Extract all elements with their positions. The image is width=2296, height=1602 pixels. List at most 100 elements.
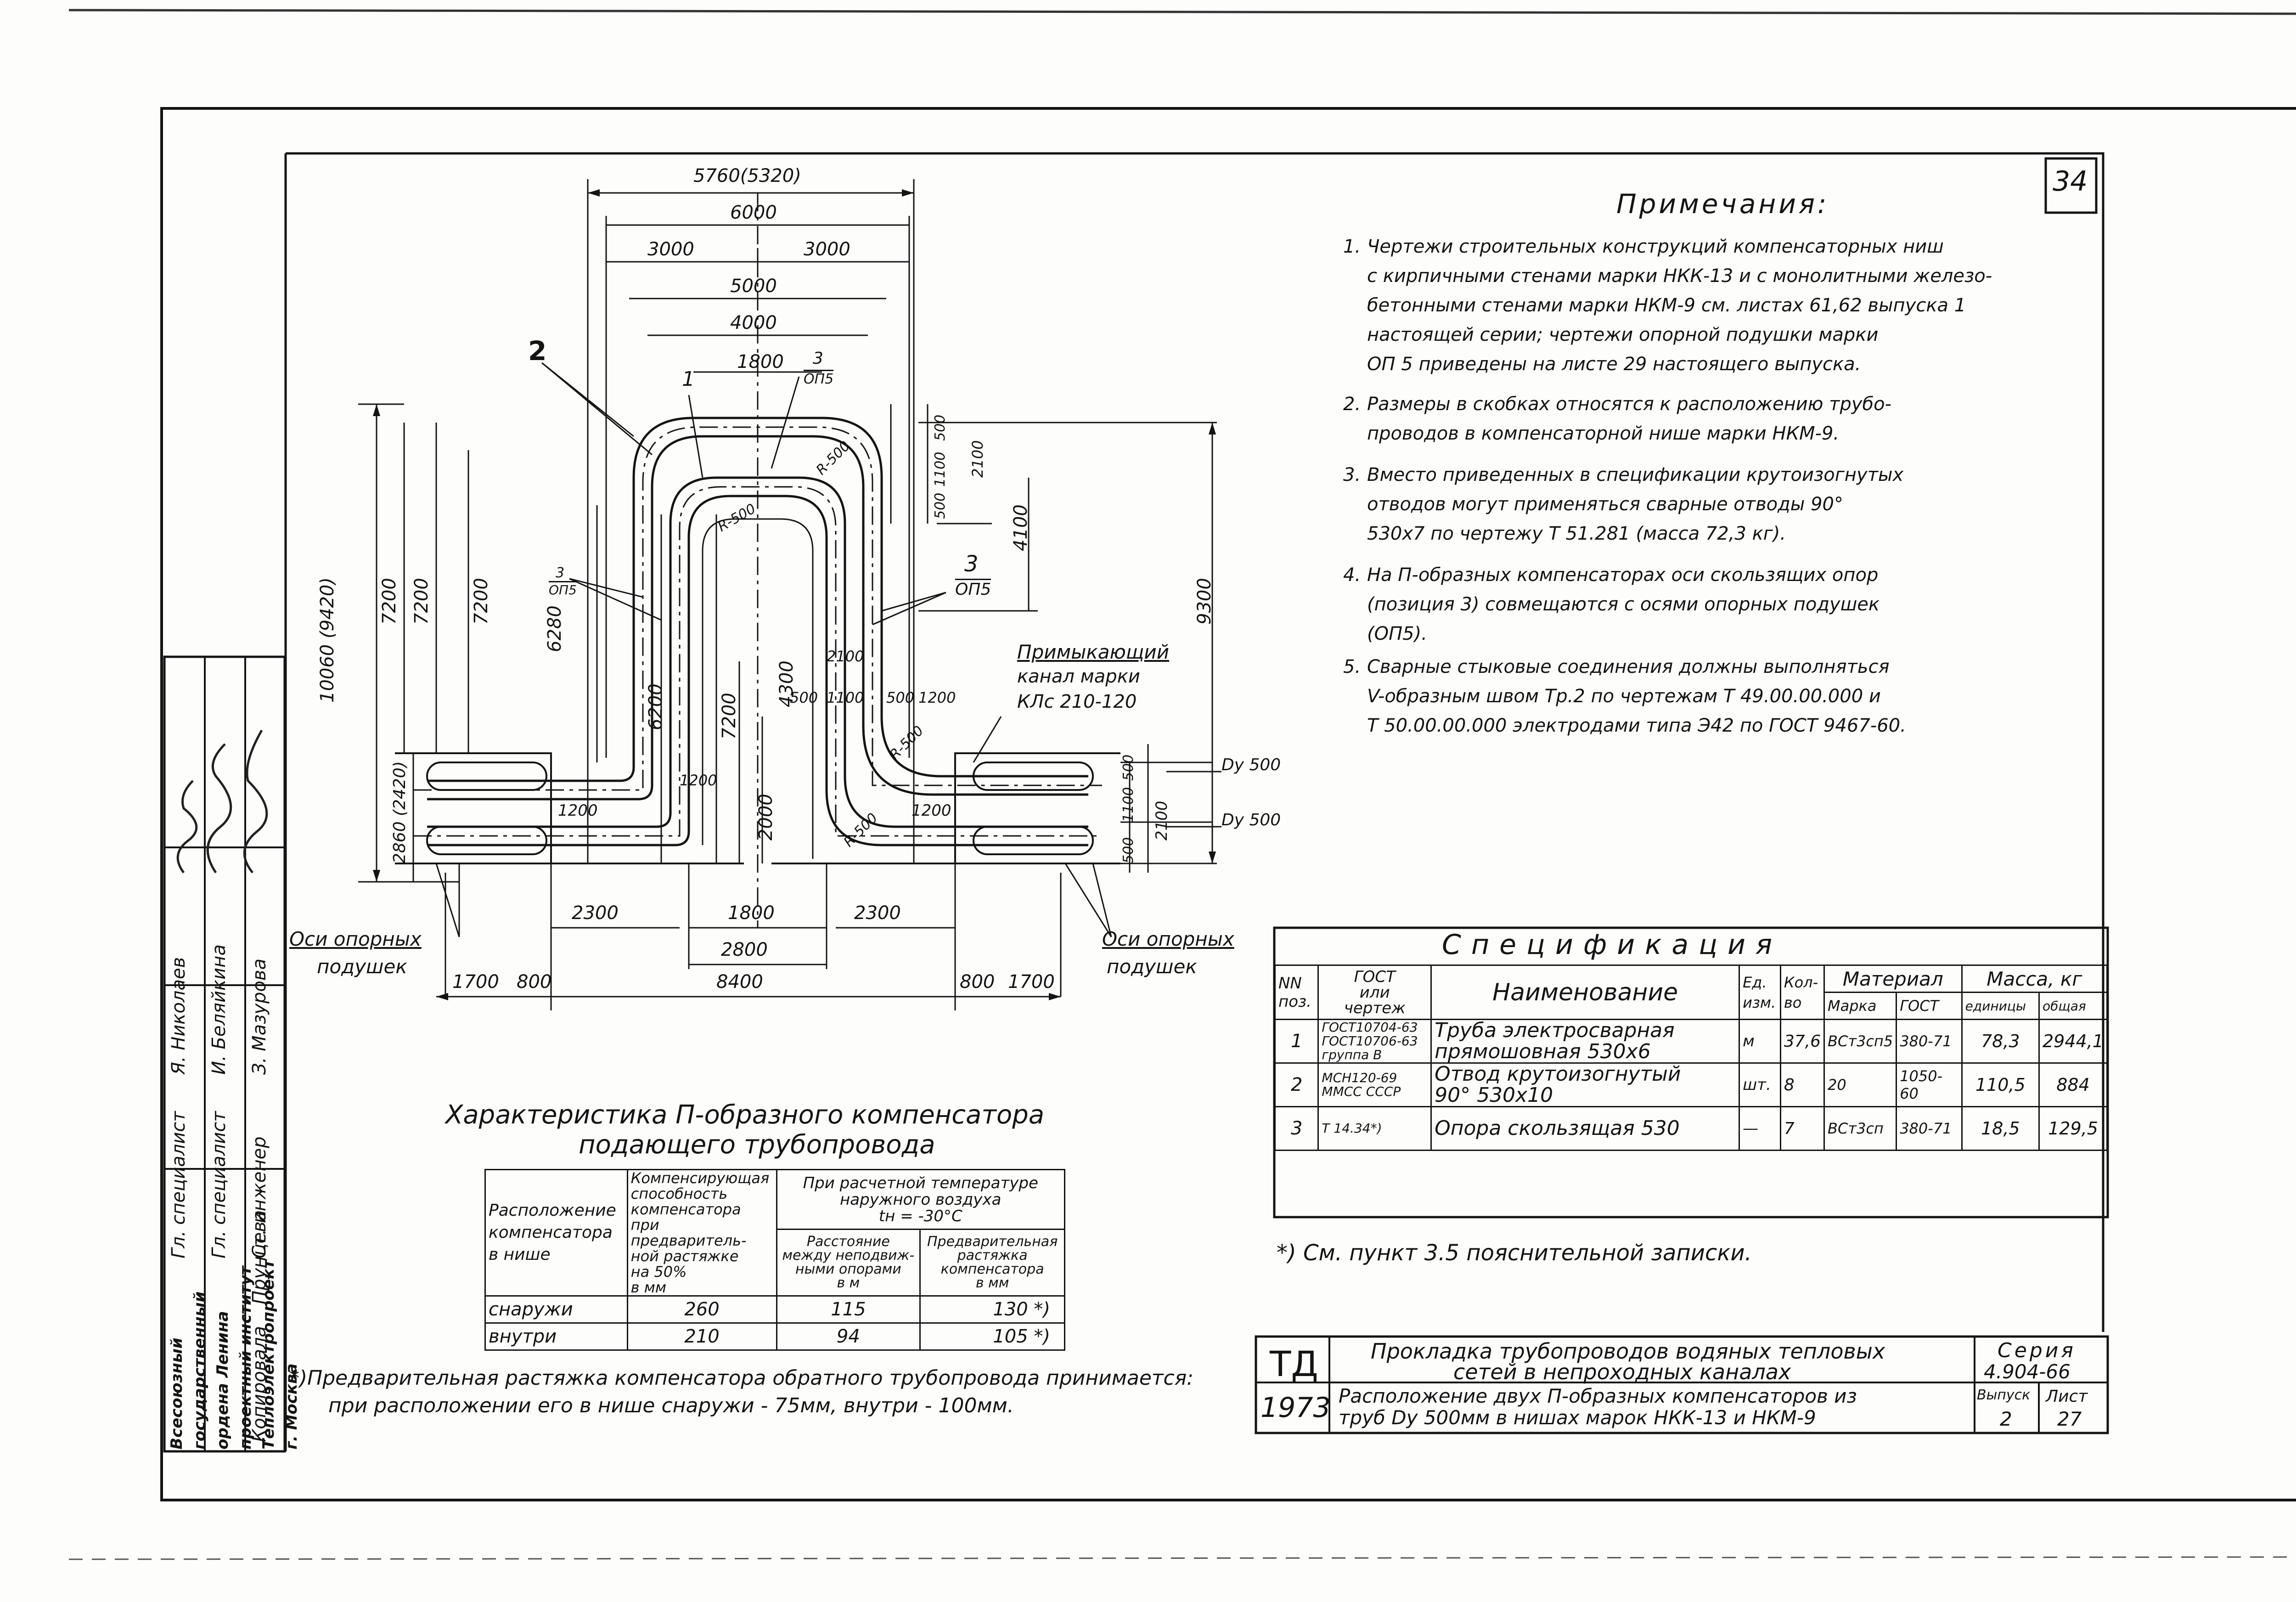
dim-left-6: 6200	[645, 683, 666, 730]
spec-head-mass-total: общая	[2038, 992, 2108, 1020]
spec-head-name: Наименование	[1430, 965, 1740, 1020]
note-text: 530x7 по чертежу Т 51.281 (масса 72,3 кг…	[1367, 523, 1786, 544]
spec-head-gost-1: ГОСТ	[1354, 967, 1396, 986]
side-role: Гл. специалист	[208, 1111, 230, 1258]
dim-left-11: 1200	[558, 801, 598, 820]
label-channel-3: КЛс 210-120	[1017, 691, 1137, 712]
position-3-num: 3	[813, 349, 823, 368]
dim-right-3: 2100	[969, 440, 986, 478]
spec-pos: 3	[1274, 1106, 1319, 1151]
spec-head-pos-1: NN	[1278, 974, 1302, 993]
side-role-name: Я. Николаев	[168, 957, 189, 1075]
pipe-outer-loop	[427, 417, 1088, 782]
label-supports-right-2: подушек	[1107, 955, 1197, 978]
dim-mid-a: 500	[790, 689, 818, 706]
spec-head-mat-gost: ГОСТ	[1896, 992, 1963, 1020]
char-head-line: tн = -30°С	[878, 1207, 962, 1225]
dim-bottom-5: 8400	[716, 971, 763, 993]
note-text: ОП 5 приведены на листе 29 настоящего вы…	[1367, 354, 1861, 375]
char-footnote-2: при расположении его в нише снаружи - 75…	[328, 1394, 1014, 1417]
char-location: внутри	[484, 1322, 628, 1351]
dim-top-4: 5000	[730, 276, 777, 297]
note-line: (позиция 3) совмещаются с осями опорных …	[1343, 590, 2092, 619]
spec-header-row-2: Марка ГОСТ единицы общая	[1275, 992, 2108, 1020]
note-line: V-образным швом Тр.2 по чертежам Т 49.00…	[1343, 682, 2092, 711]
char-head-line: ной растяжке	[630, 1247, 739, 1265]
spec-footnote: *) См. пункт 3.5 пояснительной записки.	[1277, 1240, 1752, 1266]
spec-mass-unit: 18,5	[1961, 1106, 2040, 1151]
char-title-1: Характеристика П-образного компенсатора	[445, 1100, 1045, 1130]
side-role-name: З. Мазурова	[249, 959, 270, 1075]
dim-left-10: 2860 (2420)	[390, 761, 409, 863]
note-number: 2.	[1343, 394, 1361, 415]
spec-mass-total: 884	[2038, 1062, 2108, 1107]
spec-head-unit-2: изм.	[1743, 993, 1776, 1011]
pipe-inner-loop	[427, 476, 1088, 828]
dim-mid-c: 500	[886, 689, 915, 706]
dim-left-4: 7200	[471, 578, 492, 625]
dim-bottom-1: 2300	[572, 903, 619, 924]
signatures	[176, 729, 268, 874]
dim-left-7: 7200	[719, 693, 740, 739]
dim-bottom-8: 800	[960, 971, 995, 993]
dim-right-12: 1200	[912, 801, 951, 820]
char-distance: 115	[776, 1295, 921, 1324]
titleblock-issue: 2	[2000, 1408, 2012, 1430]
side-role-name: И. Беляйкина	[208, 944, 230, 1075]
position-3b-den: ОП5	[955, 579, 991, 599]
note-item: 2.Размеры в скобках относятся к располож…	[1343, 389, 2092, 448]
sheet-frame	[160, 107, 2296, 1501]
spec-mat-gost: 380-71	[1896, 1106, 1963, 1151]
note-line: 5.Сварные стыковые соединения должны вып…	[1343, 652, 2092, 682]
note-text: (позиция 3) совмещаются с осями опорных …	[1367, 594, 1880, 615]
spec-title: Спецификация	[1442, 929, 1783, 961]
note-line: ОП 5 приведены на листе 29 настоящего вы…	[1343, 350, 2092, 379]
page-number: 34	[2053, 165, 2088, 197]
dim-right-2: 4100	[1010, 504, 1031, 551]
dim-top-1: 5760(5320)	[693, 165, 801, 186]
note-line: 4.На П-образных компенсаторах оси скольз…	[1343, 560, 2092, 590]
label-supports-right-1: Оси опорных	[1102, 928, 1234, 950]
titleblock-sheet-label: Лист	[2046, 1387, 2088, 1406]
dim-bottom-9: 1700	[1008, 971, 1055, 993]
spec-head-gost-2: или	[1359, 983, 1390, 1002]
dim-mid-b: 1100	[827, 689, 864, 706]
note-number: 1.	[1343, 236, 1361, 257]
note-line: (ОП5).	[1343, 619, 2092, 649]
note-text: отводов могут применяться сварные отводы…	[1367, 494, 1843, 515]
char-head-line: компенсатора	[630, 1201, 741, 1218]
char-head-line: ными опорами	[795, 1261, 901, 1278]
position-2-callout: 2	[528, 335, 547, 367]
dim-right-6: 500	[932, 492, 948, 519]
spec-unit: шт.	[1739, 1062, 1781, 1107]
note-text: бетонными стенами марки НКМ-9 см. листах…	[1367, 295, 1966, 316]
dim-right-4: 500	[932, 414, 948, 441]
spec-pos: 2	[1274, 1062, 1319, 1107]
note-number: 4.	[1343, 564, 1361, 586]
char-head-line: в нише	[489, 1245, 551, 1264]
spec-head-material: Материал	[1823, 965, 1963, 993]
note-line: 2.Размеры в скобках относятся к располож…	[1343, 389, 2092, 419]
side-stamp-copied-name: Прунцева	[249, 1210, 270, 1304]
titleblock-title-3: Расположение двух П-образных компенсатор…	[1339, 1385, 1857, 1407]
dim-top-5: 4000	[730, 312, 777, 333]
dim-bottom-3: 2300	[854, 903, 901, 924]
dim-mid-d: 1200	[918, 689, 956, 706]
dim-bottom-6: 1700	[452, 971, 499, 993]
top-edge-mark	[68, 9, 2296, 15]
spec-head-gost-3: чертеж	[1344, 998, 1406, 1017]
pipe-dy-2: Dy 500	[1221, 811, 1281, 829]
dim-right-8: 500	[1120, 754, 1137, 781]
label-supports-left-2: подушек	[317, 955, 407, 978]
note-item: 4.На П-образных компенсаторах оси скольз…	[1343, 560, 2092, 649]
spec-head-unit-1: Ед.	[1743, 973, 1767, 991]
side-stamp-frame	[163, 655, 286, 1453]
char-capacity: 210	[626, 1322, 777, 1351]
char-head-line: Расстояние	[806, 1234, 890, 1250]
spec-qty: 7	[1779, 1106, 1825, 1151]
note-text: Сварные стыковые соединения должны выпол…	[1367, 656, 1890, 677]
